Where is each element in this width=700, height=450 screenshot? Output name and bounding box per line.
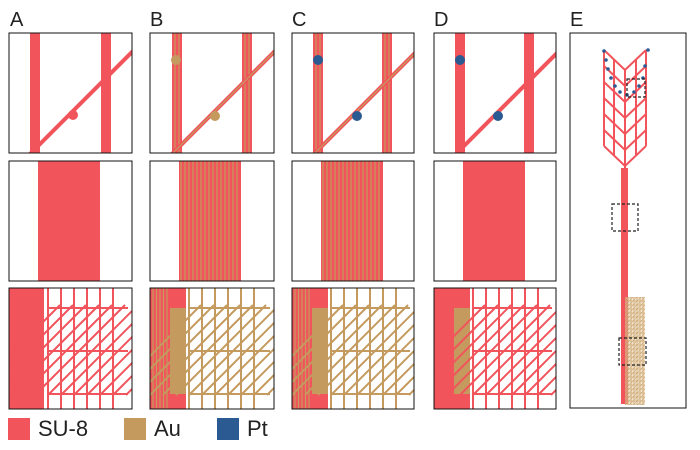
panel-c-top-frame: [291, 32, 415, 154]
panel-e-frame: [569, 32, 687, 409]
electrode-dot: [613, 84, 617, 88]
su8-mesh-grid: [434, 288, 556, 409]
probe-bond-pad-mesh: [625, 297, 645, 405]
shank-zoom-box: [611, 203, 639, 232]
panel-c-middle-frame: [291, 160, 415, 282]
pt-contact-dot-middle: [352, 111, 362, 121]
au-contact-dot-top: [171, 55, 181, 65]
panel-label-d: D: [434, 9, 449, 31]
electrode-dot: [646, 48, 650, 52]
panel-c-top-diagram: [312, 33, 414, 153]
head-zoom-box: [626, 78, 646, 98]
legend-label-su8: SU-8: [38, 416, 89, 441]
panel-d: [433, 32, 557, 410]
panel-d-bottom-diagram: [434, 288, 556, 409]
au-mesh-grid: [150, 288, 274, 409]
electrode-dot: [609, 76, 613, 80]
panel-d-middle-frame: [433, 160, 557, 282]
panel-d-bottom-frame: [433, 287, 557, 410]
panel-d-middle-diagram: [463, 161, 525, 281]
electrode-dot: [643, 64, 647, 68]
pt-contact-dot-top: [313, 55, 323, 65]
panel-a-middle-diagram: [38, 161, 100, 281]
panel-b-top-frame: [149, 32, 275, 154]
panel-label-b: B: [150, 9, 164, 31]
probe-electrode-dots: [602, 48, 650, 97]
panel-a: [8, 32, 133, 410]
panel-c-bottom-diagram: [292, 288, 414, 409]
panel-b-top-diagram: [170, 33, 274, 153]
panel-label-c: C: [292, 9, 307, 31]
panel-a-top-diagram: [28, 33, 132, 153]
panel-d-top-diagram: [454, 33, 556, 153]
au-contact-dot-middle: [210, 111, 220, 121]
panel-c-bottom-frame: [291, 287, 415, 410]
su8-contact-dot: [68, 110, 78, 120]
au-mesh-grid: [292, 288, 414, 409]
panel-label-a: A: [10, 9, 24, 31]
panel-e: [569, 32, 687, 409]
au-trace-stripes: [180, 161, 238, 281]
panel-a-bottom-diagram: [9, 288, 132, 409]
electrode-dot: [637, 84, 641, 88]
panel-c: [291, 32, 415, 410]
panel-c-middle-diagram: [321, 161, 383, 281]
panel-label-e: E: [570, 9, 584, 31]
legend-item-su8: SU-8: [8, 416, 88, 442]
pad-zoom-box: [618, 337, 647, 366]
legend-swatch-su8: [8, 418, 30, 440]
legend-item-pt: Pt: [217, 416, 268, 442]
legend-label-au: Au: [154, 416, 181, 441]
electrode-dot: [632, 90, 636, 94]
legend-label-pt: Pt: [247, 416, 268, 441]
electrode-dot: [602, 49, 606, 53]
panel-b: [149, 32, 275, 410]
panel-a-top-frame: [8, 32, 133, 154]
pt-contact-dot-top: [455, 55, 465, 65]
su8-mesh-grid: [9, 288, 132, 409]
panel-a-bottom-frame: [8, 287, 133, 410]
legend-swatch-pt: [217, 418, 239, 440]
panel-b-middle-diagram: [179, 161, 241, 281]
panel-a-middle-frame: [8, 160, 133, 282]
electrode-dot: [604, 58, 608, 62]
electrode-dot: [618, 90, 622, 94]
au-trace-stripes: [322, 161, 380, 281]
electrode-dot: [606, 67, 610, 71]
panel-d-top-frame: [433, 32, 557, 154]
legend-item-au: Au: [124, 416, 181, 442]
panel-b-bottom-frame: [149, 287, 275, 410]
legend-swatch-au: [124, 418, 146, 440]
panel-b-middle-frame: [149, 160, 275, 282]
panel-b-bottom-diagram: [150, 288, 274, 409]
probe-head-mesh: [603, 49, 647, 170]
probe-shank: [621, 168, 628, 404]
pt-contact-dot-middle: [493, 111, 503, 121]
